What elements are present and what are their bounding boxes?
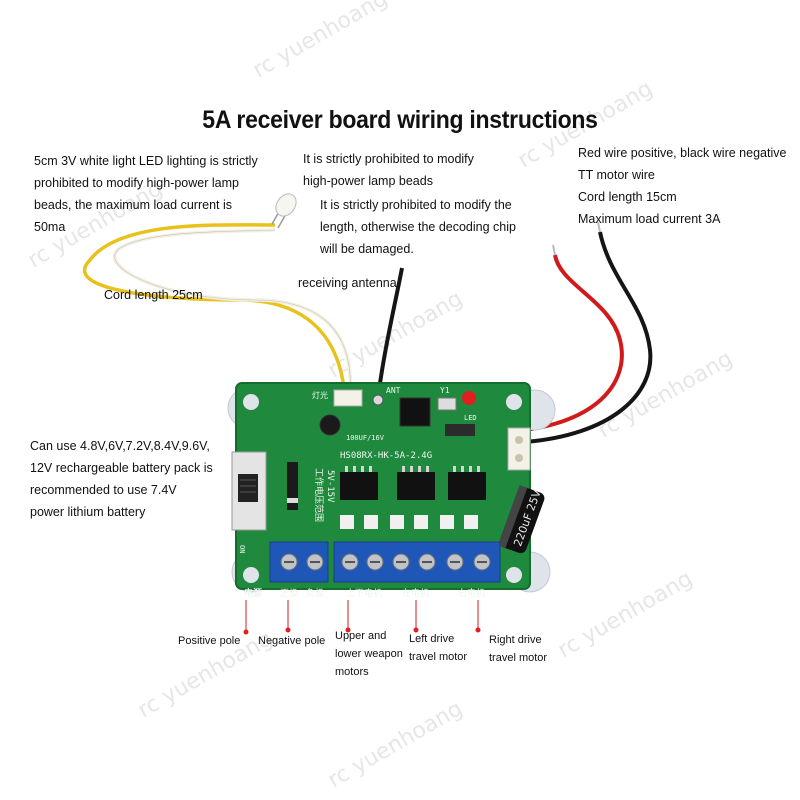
antenna-note: receiving antenna	[298, 276, 397, 290]
left-cn-label: 左电机	[402, 587, 429, 599]
led-label: LED	[464, 414, 477, 422]
positive-pole-label: Positive pole	[178, 635, 241, 647]
battery-note: Can use 4.8V,6V,7.2V,8.4V,9.6V, 12V rech…	[30, 439, 213, 519]
left-motor-label: Left drive travel motor	[409, 633, 468, 663]
updown-cn-label: 上下电机	[346, 587, 382, 599]
right-motor-label: Right drive travel motor	[489, 634, 548, 664]
led-wire-yellow	[82, 223, 347, 399]
prohibit-modify-note: It is strictly prohibited to modify high…	[303, 152, 474, 188]
motor-wire-note: Red wire positive, black wire negative T…	[578, 146, 787, 226]
prohibit-length-note: It is strictly prohibited to modify the …	[320, 198, 516, 256]
motor-wire-black	[524, 231, 653, 444]
terminal-block-motors	[333, 541, 501, 583]
weapon-motor-label: Upper and lower weapon motors	[335, 630, 403, 678]
antenna-wire	[376, 267, 404, 399]
power-cn-label: 电源	[244, 587, 262, 599]
big-capacitor: 220uF 25V	[497, 485, 545, 554]
led-note: 5cm 3V white light LED lighting is stric…	[34, 154, 258, 234]
neg-cn-label: 负极	[306, 587, 324, 599]
on-label: ON	[238, 545, 246, 553]
motor-wire-red	[524, 254, 624, 432]
light-label: 灯光	[312, 390, 328, 400]
capacitor-label: 100UF/16V	[346, 434, 385, 442]
voltage-cn-label: 工作电压范围	[313, 468, 325, 522]
negative-pole-label: Negative pole	[258, 635, 326, 647]
model-label: HS08RX-HK-5A-2.4G	[340, 451, 432, 461]
led-wire-white	[112, 228, 353, 399]
y1-label: Y1	[440, 386, 450, 395]
pos-cn-label: 正极	[280, 587, 298, 599]
voltage-label: 5V-15V	[325, 470, 335, 503]
page-title: 5A receiver board wiring instructions	[202, 106, 598, 134]
led-bulb	[271, 193, 297, 229]
power-switch[interactable]	[231, 451, 267, 531]
ant-label: ANT	[386, 386, 401, 395]
cord-length-note: Cord length 25cm	[104, 288, 203, 302]
right-cn-label: 右电机	[458, 587, 485, 599]
